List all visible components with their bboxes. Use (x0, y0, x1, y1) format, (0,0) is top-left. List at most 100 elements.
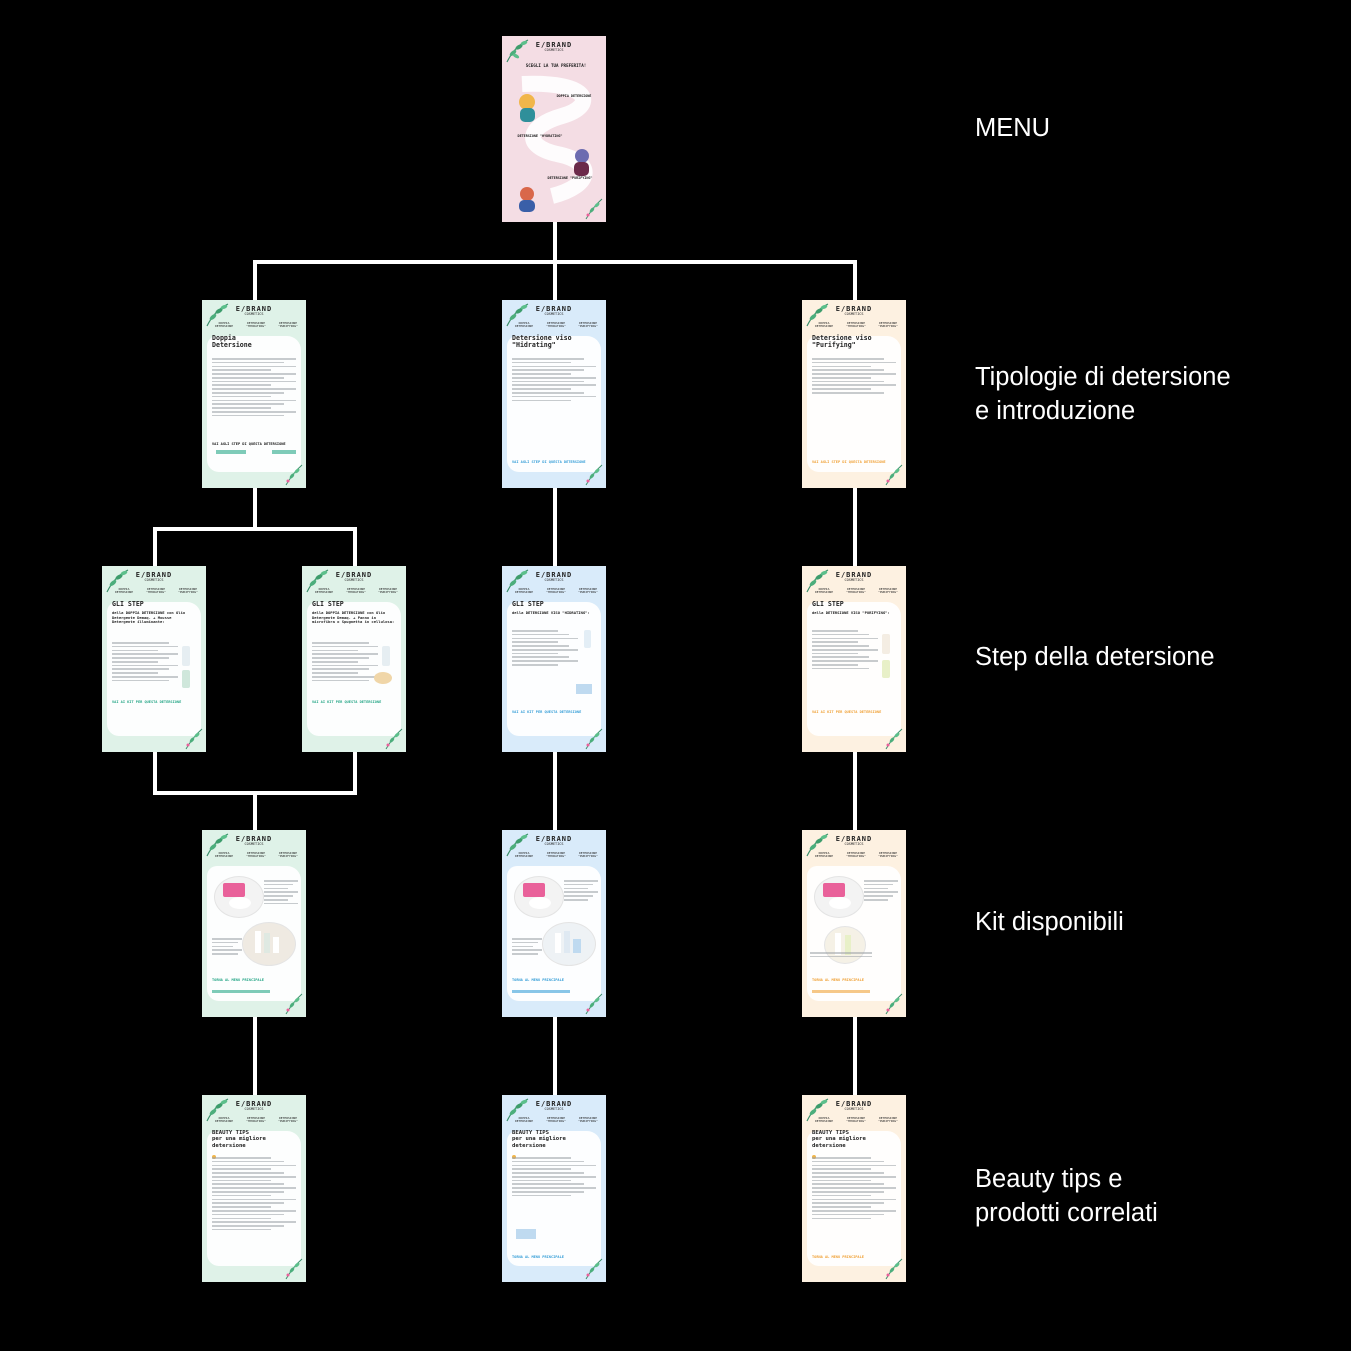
nav-hydrating[interactable]: DETERSIONE "HYDRATING" (846, 851, 866, 859)
card-subtitle: della DETERSIONE VISO "PURIFYING": (812, 610, 890, 615)
cta-link[interactable]: VAI AGLI STEP DI QUESTA DETERSIONE (212, 442, 286, 446)
nav-purifying[interactable]: DETERSIONE "PURIFYING" (378, 587, 398, 595)
nav-doppia[interactable]: DOPPIA DETERSIONE (814, 587, 834, 595)
nav-doppia[interactable]: DOPPIA DETERSIONE (514, 851, 534, 859)
menu-option-doppia[interactable]: DOPPIA DETERSIONE (556, 94, 592, 98)
menu-heading: SCEGLI LA TUA PREFERITA! (525, 63, 587, 68)
cta-link[interactable]: VAI AI KIT PER QUESTA DETERSIONE (812, 710, 882, 714)
menu-path-illustration (519, 75, 593, 212)
cta-link[interactable]: TORNA AL MENU PRINCIPALE (212, 978, 264, 982)
card-panel (507, 602, 601, 736)
card-nav: DOPPIA DETERSIONE DETERSIONE "HYDRATING" D… (112, 587, 200, 595)
cta-secondary[interactable] (212, 990, 270, 993)
nav-doppia[interactable]: DOPPIA DETERSIONE (514, 1116, 534, 1124)
nav-hydrating[interactable]: DETERSIONE "HYDRATING" (546, 851, 566, 859)
cta-options[interactable] (216, 450, 296, 458)
leaf-icon (106, 569, 129, 593)
cta-link[interactable]: TORNA AL MENU PRINCIPALE (512, 1255, 564, 1259)
nav-doppia[interactable]: DOPPIA DETERSIONE (214, 851, 234, 859)
kit-image[interactable] (814, 876, 864, 918)
nav-purifying[interactable]: DETERSIONE "PURIFYING" (278, 321, 298, 329)
nav-hydrating[interactable]: DETERSIONE "HYDRATING" (546, 1116, 566, 1124)
cta-link[interactable]: VAI AGLI STEP DI QUESTA DETERSIONE (812, 460, 886, 464)
nav-purifying[interactable]: DETERSIONE "PURIFYING" (178, 587, 198, 595)
leaf-icon (585, 1258, 603, 1280)
cta-link[interactable]: TORNA AL MENU PRINCIPALE (812, 1255, 864, 1259)
nav-purifying[interactable]: DETERSIONE "PURIFYING" (578, 1116, 598, 1124)
card-title: BEAUTY TIPS per una migliore detersione (212, 1130, 266, 1149)
menu-option-hydrating[interactable]: DETERSIONE "HYDRATING" (517, 134, 563, 138)
kit-image[interactable] (242, 922, 296, 966)
nav-hydrating[interactable]: DETERSIONE "HYDRATING" (846, 1116, 866, 1124)
nav-purifying[interactable]: DETERSIONE "PURIFYING" (578, 587, 598, 595)
nav-doppia[interactable]: DOPPIA DETERSIONE (514, 587, 534, 595)
nav-purifying[interactable]: DETERSIONE "PURIFYING" (878, 1116, 898, 1124)
nav-hydrating[interactable]: DETERSIONE "HYDRATING" (146, 587, 166, 595)
card-nav: DOPPIA DETERSIONE DETERSIONE "HYDRATING" D… (812, 587, 900, 595)
kit-image[interactable] (542, 922, 596, 966)
card-nav: DOPPIA DETERSIONE DETERSIONE "HYDRATING" D… (212, 1116, 300, 1124)
card-title: BEAUTY TIPS per una migliore detersione (812, 1130, 866, 1149)
card-nav: DOPPIA DETERSIONE DETERSIONE "HYDRATING" D… (512, 1116, 600, 1124)
leaf-icon (506, 303, 529, 327)
nav-purifying[interactable]: DETERSIONE "PURIFYING" (278, 1116, 298, 1124)
kit-image[interactable] (824, 926, 866, 964)
nav-doppia[interactable]: DOPPIA DETERSIONE (314, 587, 334, 595)
product-bottle (182, 646, 190, 666)
leaf-icon (585, 728, 603, 750)
nav-purifying[interactable]: DETERSIONE "PURIFYING" (578, 321, 598, 329)
nav-doppia[interactable]: DOPPIA DETERSIONE (814, 1116, 834, 1124)
nav-purifying[interactable]: DETERSIONE "PURIFYING" (878, 851, 898, 859)
nav-purifying[interactable]: DETERSIONE "PURIFYING" (278, 851, 298, 859)
cta-link[interactable]: VAI AI KIT PER QUESTA DETERSIONE (312, 700, 382, 704)
nav-hydrating[interactable]: DETERSIONE "HYDRATING" (246, 851, 266, 859)
cta-link[interactable]: TORNA AL MENU PRINCIPALE (512, 978, 564, 982)
kit-image[interactable] (514, 876, 564, 918)
cta-secondary[interactable] (512, 990, 570, 993)
nav-doppia[interactable]: DOPPIA DETERSIONE (114, 587, 134, 595)
nav-hydrating[interactable]: DETERSIONE "HYDRATING" (246, 321, 266, 329)
nav-hydrating[interactable]: DETERSIONE "HYDRATING" (346, 587, 366, 595)
nav-hydrating[interactable]: DETERSIONE "HYDRATING" (246, 1116, 266, 1124)
cta-secondary[interactable] (812, 990, 870, 993)
nav-doppia[interactable]: DOPPIA DETERSIONE (814, 321, 834, 329)
cta-link[interactable]: TORNA AL MENU PRINCIPALE (812, 978, 864, 982)
nav-doppia[interactable]: DOPPIA DETERSIONE (814, 851, 834, 859)
leaf-icon (285, 993, 303, 1015)
nav-purifying[interactable]: DETERSIONE "PURIFYING" (878, 321, 898, 329)
leaf-icon (506, 1098, 529, 1122)
nav-purifying[interactable]: DETERSIONE "PURIFYING" (878, 587, 898, 595)
menu-option-purifying[interactable]: DETERSIONE "PURIFYING" (547, 176, 593, 180)
card-panel (807, 336, 901, 472)
nav-doppia[interactable]: DOPPIA DETERSIONE (514, 321, 534, 329)
cta-link[interactable]: VAI AI KIT PER QUESTA DETERSIONE (112, 700, 182, 704)
nav-hydrating[interactable]: DETERSIONE "HYDRATING" (546, 321, 566, 329)
product-image (516, 1229, 536, 1239)
nav-hydrating[interactable]: DETERSIONE "HYDRATING" (846, 321, 866, 329)
nav-hydrating[interactable]: DETERSIONE "HYDRATING" (546, 587, 566, 595)
nav-doppia[interactable]: DOPPIA DETERSIONE (214, 321, 234, 329)
kit-image[interactable] (214, 876, 264, 918)
nav-hydrating[interactable]: DETERSIONE "HYDRATING" (846, 587, 866, 595)
nav-purifying[interactable]: DETERSIONE "PURIFYING" (578, 851, 598, 859)
cta-link[interactable]: VAI AI KIT PER QUESTA DETERSIONE (512, 710, 582, 714)
nav-doppia[interactable]: DOPPIA DETERSIONE (214, 1116, 234, 1124)
cta-link[interactable]: VAI AGLI STEP DI QUESTA DETERSIONE (512, 460, 586, 464)
